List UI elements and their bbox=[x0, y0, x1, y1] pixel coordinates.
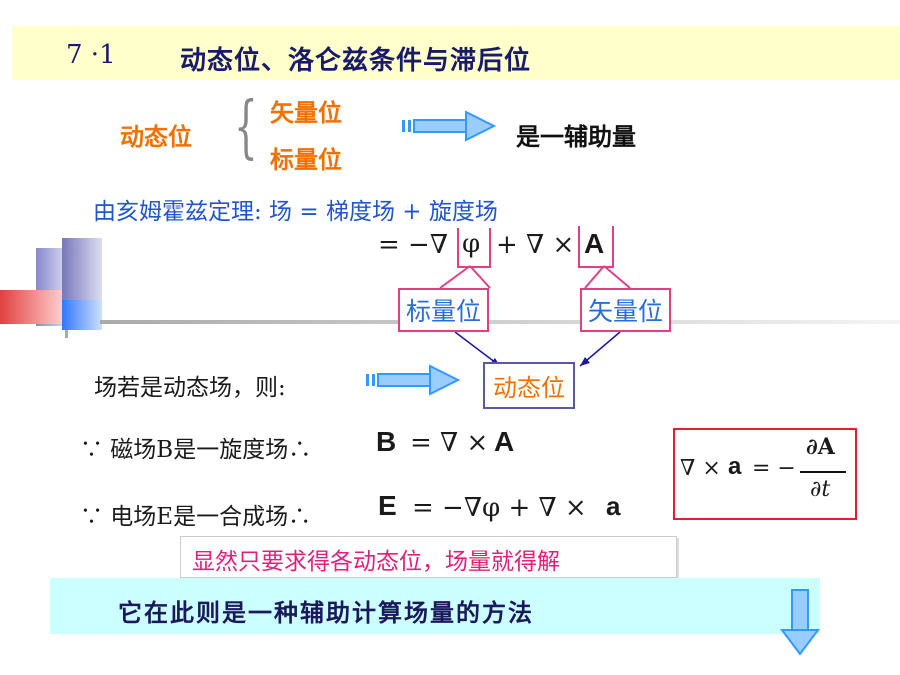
auxiliary-quantity-text: 是一辅助量 bbox=[516, 123, 636, 151]
vector-A: A bbox=[494, 426, 515, 457]
down-arrow-icon bbox=[780, 589, 820, 656]
dynamic-field-text: 场若是动态场，则: bbox=[94, 375, 286, 401]
formula-denominator: ∂t bbox=[810, 477, 831, 502]
formula-numerator: ∂A bbox=[806, 434, 835, 460]
vector-a: a bbox=[606, 491, 621, 521]
helmholtz-text: 由亥姆霍兹定理: 场 = 梯度场 + 旋度场 bbox=[93, 199, 498, 225]
A-highlight-box bbox=[578, 226, 614, 268]
vector-E: E bbox=[378, 490, 397, 521]
phi-highlight-box bbox=[457, 228, 491, 268]
section-number: 7 ·1 bbox=[66, 40, 116, 70]
scalar-potential-box: 标量位 bbox=[398, 288, 490, 332]
formula-eq: = − bbox=[752, 456, 796, 481]
bottom-text: 它在此则是一种辅助计算场量的方法 bbox=[118, 599, 534, 627]
brace: { bbox=[234, 88, 258, 167]
phi-symbol: φ bbox=[462, 229, 481, 259]
magnetic-text: ∵ 磁场B是一旋度场∴ bbox=[80, 437, 312, 463]
dynamic-potential-label: 动态位 bbox=[120, 123, 192, 151]
page-title: 动态位、洛仑兹条件与滞后位 bbox=[180, 46, 532, 76]
electric-text: ∵ 电场E是一合成场∴ bbox=[80, 504, 312, 530]
dynamic-potential-box: 动态位 bbox=[483, 362, 575, 409]
vector-B: B bbox=[376, 426, 397, 457]
conclusion-box bbox=[180, 536, 677, 578]
fraction-bar bbox=[800, 471, 846, 473]
magnetic-eq: = ∇ × bbox=[410, 428, 489, 458]
decor-divider bbox=[100, 320, 900, 324]
decor-block bbox=[0, 290, 62, 324]
scalar-potential-label: 标量位 bbox=[270, 146, 342, 174]
eq-mid: + ∇ × bbox=[496, 230, 575, 260]
right-arrow-icon bbox=[402, 110, 497, 142]
electric-eq: = −∇φ + ∇ × bbox=[412, 493, 587, 523]
eq-prefix: = −∇ bbox=[378, 230, 448, 260]
vector-A: A bbox=[584, 228, 605, 259]
conclusion-text: 显然只要求得各动态位，场量就得解 bbox=[192, 549, 560, 575]
title-bar bbox=[12, 26, 900, 80]
right-arrow-icon bbox=[366, 364, 461, 396]
formula-box bbox=[673, 428, 857, 520]
decor-block bbox=[62, 238, 102, 300]
vector-potential-label: 矢量位 bbox=[270, 99, 342, 127]
curl-symbol: ∇ × bbox=[680, 456, 721, 481]
vector-potential-box: 矢量位 bbox=[580, 288, 672, 332]
bottom-bar bbox=[50, 578, 820, 634]
decor-block bbox=[62, 300, 102, 330]
vector-a: a bbox=[728, 453, 742, 480]
